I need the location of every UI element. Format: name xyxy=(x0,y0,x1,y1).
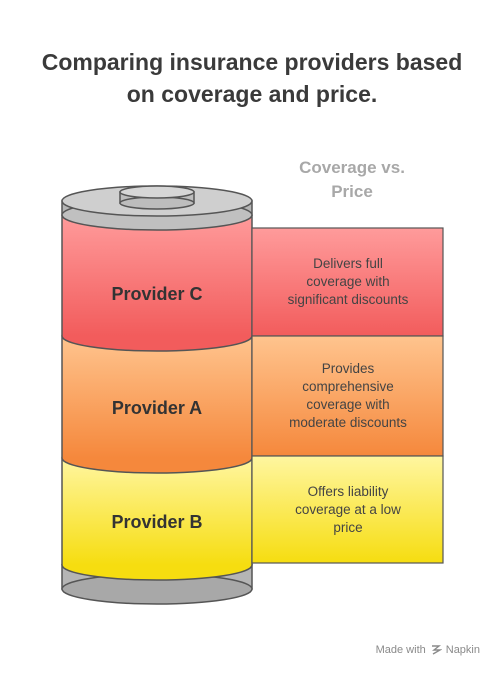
title-line-2: on coverage and price. xyxy=(126,81,378,107)
desc-line: price xyxy=(333,520,363,535)
provider-c-label: Provider C xyxy=(111,284,203,304)
provider-b-label: Provider B xyxy=(111,512,203,532)
desc-line: Delivers full xyxy=(313,256,383,271)
napkin-brand-text: Napkin xyxy=(445,644,480,656)
desc-line: significant discounts xyxy=(287,292,409,307)
segment-provider-a xyxy=(61,336,253,474)
desc-line: Offers liability xyxy=(307,484,389,499)
axis-label-line-2: Price xyxy=(331,182,373,201)
provider-c-description: Delivers full coverage with significant … xyxy=(253,255,443,309)
desc-line: coverage at a low xyxy=(295,502,401,517)
desc-box-provider-a xyxy=(251,335,444,457)
desc-line: moderate discounts xyxy=(289,415,407,430)
desc-box-provider-b xyxy=(251,455,444,564)
napkin-logo-icon xyxy=(431,645,442,655)
footer-watermark: Made with Napkin xyxy=(376,644,480,656)
provider-a-label: Provider A xyxy=(111,398,203,418)
axis-label-line-1: Coverage vs. xyxy=(299,158,405,177)
provider-a-description: Provides comprehensive coverage with mod… xyxy=(253,360,443,432)
desc-line: coverage with xyxy=(306,274,390,289)
desc-line: comprehensive xyxy=(302,379,394,394)
desc-line: Provides xyxy=(321,361,375,376)
provider-b-description: Offers liability coverage at a low price xyxy=(253,483,443,537)
segment-provider-b xyxy=(61,458,253,581)
desc-box-provider-c xyxy=(251,227,444,337)
title-line-1: Comparing insurance providers based xyxy=(41,49,463,75)
made-with-text: Made with xyxy=(375,644,426,656)
segment-provider-c xyxy=(61,215,253,352)
battery-terminal xyxy=(119,185,195,210)
desc-line: coverage with xyxy=(306,397,390,412)
axis-label: Coverage vs. Price xyxy=(272,156,432,204)
battery-bottom-cap xyxy=(61,564,253,605)
diagram-title: Comparing insurance providers based on c… xyxy=(0,46,504,110)
